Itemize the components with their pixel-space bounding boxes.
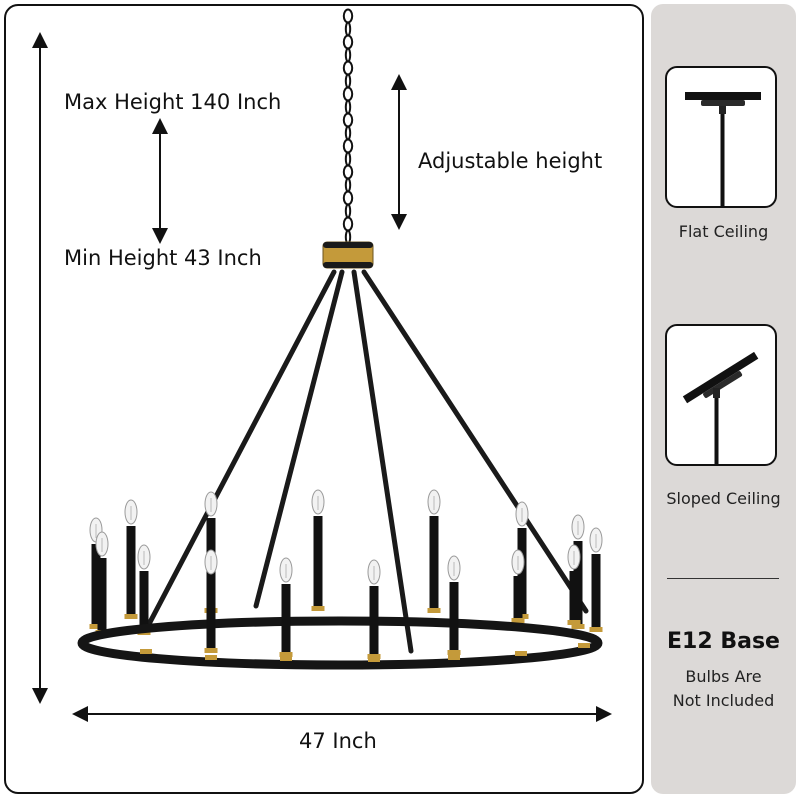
bulb-note-line2: Not Included — [672, 691, 775, 710]
bulb-base-title: E12 Base — [667, 629, 780, 654]
product-image-panel: Max Height 140 Inch Min Height 43 Inch A… — [4, 4, 644, 794]
mounting-info-panel: Flat Ceiling Sloped Ceiling E12 Base Bul… — [651, 4, 796, 794]
support-arms — [145, 269, 589, 654]
width-label: 47 Inch — [299, 729, 377, 753]
sloped-ceiling-icon — [682, 351, 759, 464]
max-height-label: Max Height 140 Inch — [64, 90, 282, 114]
wheel-ring — [77, 616, 603, 670]
section-divider — [667, 578, 779, 579]
sloped-ceiling-thumbnail — [665, 324, 777, 466]
candles-back-row — [89, 489, 603, 635]
candles-front-row — [140, 549, 590, 662]
bulb-note-line1: Bulbs Are — [685, 667, 762, 686]
min-height-label: Min Height 43 Inch — [64, 246, 262, 270]
flat-ceiling-thumbnail — [665, 66, 777, 208]
flat-ceiling-caption: Flat Ceiling — [678, 222, 769, 241]
sloped-ceiling-caption: Sloped Ceiling — [666, 489, 781, 508]
chain — [342, 8, 354, 245]
chandelier-illustration — [32, 8, 612, 722]
adjustable-height-label: Adjustable height — [418, 149, 603, 173]
flat-ceiling-icon — [685, 92, 761, 206]
